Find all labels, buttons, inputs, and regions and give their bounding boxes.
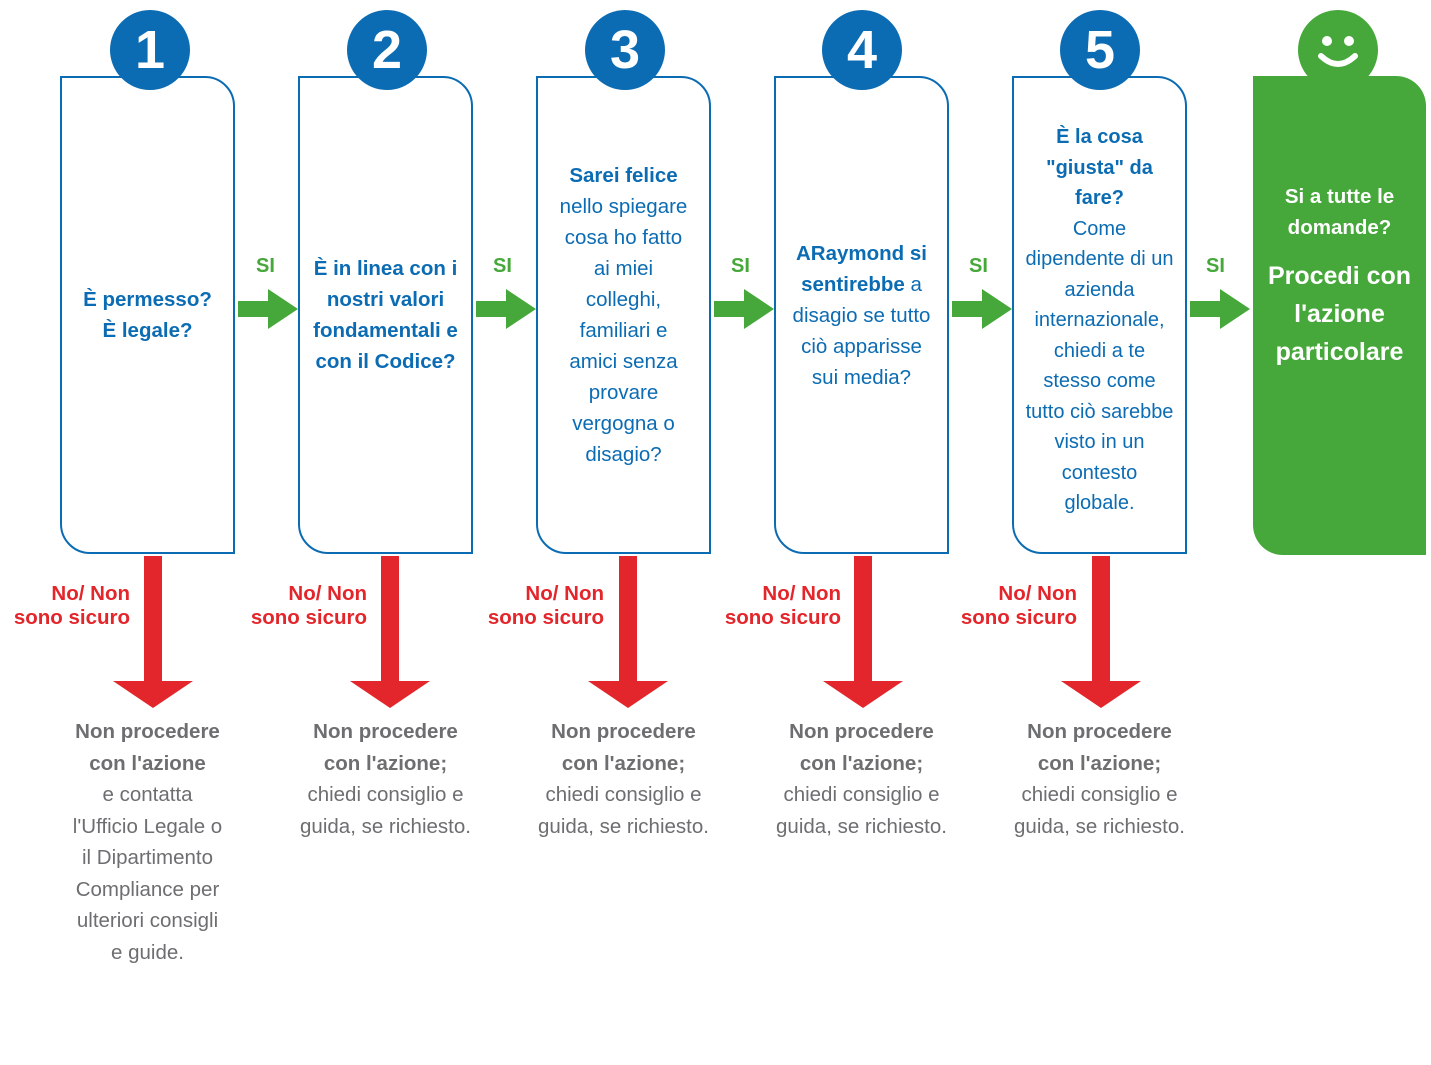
outcome-4: Non procedere con l'azione; chiedi consi… bbox=[774, 716, 949, 842]
no-label-5: No/ Non sono sicuro bbox=[960, 582, 1077, 629]
step-card-5: È la cosa "giusta" da fare?Come dipenden… bbox=[1012, 76, 1187, 554]
step-number-5: 5 bbox=[1060, 10, 1140, 90]
outcome-2-bold: Non procedere con l'azione; bbox=[313, 720, 458, 775]
outcome-3: Non procedere con l'azione; chiedi consi… bbox=[536, 716, 711, 842]
final-question: Si a tutte le domande? bbox=[1284, 184, 1395, 239]
outcome-1: Non procedere con l'azione e contatta l'… bbox=[60, 716, 235, 968]
no-label-1: No/ Non sono sicuro bbox=[13, 582, 130, 629]
step-number-1: 1 bbox=[110, 10, 190, 90]
yes-label-4: SI bbox=[969, 255, 988, 277]
outcome-2-text: chiedi consiglio e guida, se richiesto. bbox=[300, 783, 471, 838]
red-arrow-down-icon bbox=[588, 556, 668, 708]
outcome-3-text: chiedi consiglio e guida, se richiesto. bbox=[538, 783, 709, 838]
step-2-bold: È in linea con i nostri valori fondament… bbox=[313, 257, 458, 373]
red-arrow-down-icon bbox=[823, 556, 903, 708]
step-3-bold: Sarei felice bbox=[569, 164, 678, 187]
step-5-text: Come dipendente di un azienda internazio… bbox=[1025, 217, 1174, 515]
green-arrow-right-icon bbox=[238, 289, 298, 329]
green-arrow-right-icon bbox=[1190, 289, 1250, 329]
green-arrow-right-icon bbox=[476, 289, 536, 329]
step-card-1: È permesso? È legale? bbox=[60, 76, 235, 554]
green-arrow-right-icon bbox=[952, 289, 1012, 329]
outcome-3-bold: Non procedere con l'azione; bbox=[551, 720, 696, 775]
red-arrow-down-icon bbox=[1061, 556, 1141, 708]
step-3-text: nello spiegare cosa ho fatto ai miei col… bbox=[559, 195, 688, 466]
step-card-4: ARaymond si sentirebbe a disagio se tutt… bbox=[774, 76, 949, 554]
outcome-2: Non procedere con l'azione; chiedi consi… bbox=[298, 716, 473, 842]
final-answer: Procedi con l'azione particolare bbox=[1267, 261, 1412, 366]
yes-label-3: SI bbox=[731, 255, 750, 277]
outcome-5: Non procedere con l'azione; chiedi consi… bbox=[1012, 716, 1187, 842]
green-arrow-right-icon bbox=[714, 289, 774, 329]
outcome-1-bold: Non procedere con l'azione bbox=[75, 720, 220, 775]
yes-label-5: SI bbox=[1206, 255, 1225, 277]
step-5-bold: È la cosa "giusta" da fare? bbox=[1046, 126, 1153, 209]
final-card: Si a tutte le domande? Procedi con l'azi… bbox=[1253, 76, 1426, 555]
outcome-5-bold: Non procedere con l'azione; bbox=[1027, 720, 1172, 775]
no-label-4: No/ Non sono sicuro bbox=[724, 582, 841, 629]
no-label-2: No/ Non sono sicuro bbox=[250, 582, 367, 629]
outcome-1-text: e contatta l'Ufficio Legale o il Diparti… bbox=[72, 783, 223, 964]
step-card-2: È in linea con i nostri valori fondament… bbox=[298, 76, 473, 554]
step-4-text: a disagio se tutto ciò apparisse sui med… bbox=[792, 272, 931, 389]
outcome-5-text: chiedi consiglio e guida, se richiesto. bbox=[1014, 783, 1185, 838]
step-1-bold: È permesso? È legale? bbox=[83, 288, 212, 342]
outcome-4-text: chiedi consiglio e guida, se richiesto. bbox=[776, 783, 947, 838]
no-label-3: No/ Non sono sicuro bbox=[487, 582, 604, 629]
yes-label-1: SI bbox=[256, 255, 275, 277]
step-number-3: 3 bbox=[585, 10, 665, 90]
yes-label-2: SI bbox=[493, 255, 512, 277]
smiley-icon bbox=[1298, 10, 1378, 90]
step-number-4: 4 bbox=[822, 10, 902, 90]
red-arrow-down-icon bbox=[350, 556, 430, 708]
step-4-bold: ARaymond si sentirebbe bbox=[796, 241, 927, 296]
step-card-3: Sarei felice nello spiegare cosa ho fatt… bbox=[536, 76, 711, 554]
red-arrow-down-icon bbox=[113, 556, 193, 708]
step-number-2: 2 bbox=[347, 10, 427, 90]
outcome-4-bold: Non procedere con l'azione; bbox=[789, 720, 934, 775]
